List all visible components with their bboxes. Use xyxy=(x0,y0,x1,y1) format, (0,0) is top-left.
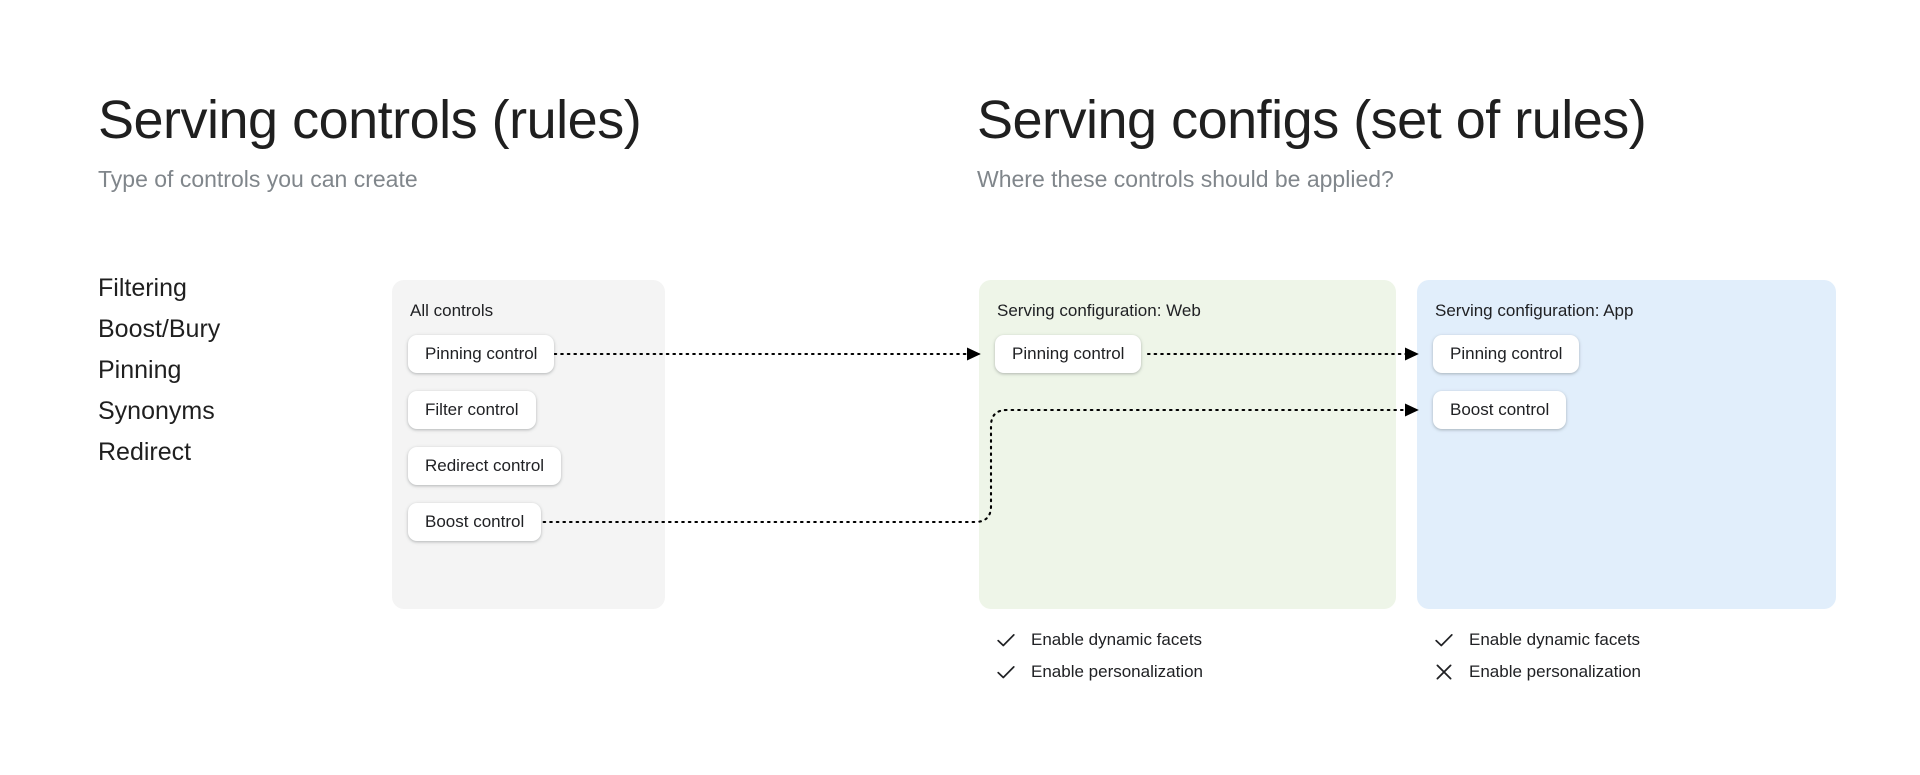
chip-boost-control[interactable]: Boost control xyxy=(408,503,542,541)
right-column-header: Serving configs (set of rules) Where the… xyxy=(977,88,1647,194)
feature-label: Enable dynamic facets xyxy=(1031,630,1203,649)
feature-label: Enable personalization xyxy=(1469,662,1642,681)
panel-all-controls-title: All controls xyxy=(410,301,494,320)
check-icon xyxy=(993,659,1019,685)
panel-serving-configuration-app: Serving configuration: App xyxy=(1417,280,1836,609)
control-type-list: Filtering Boost/Bury Pinning Synonyms Re… xyxy=(98,268,358,473)
left-column-header: Serving controls (rules) Type of control… xyxy=(98,88,642,194)
chip-filter-control[interactable]: Filter control xyxy=(408,391,536,429)
panel-serving-configuration-web: Serving configuration: Web xyxy=(979,280,1396,609)
cross-icon xyxy=(1431,659,1457,685)
feature-list-app: Enable dynamic facets Enable personaliza… xyxy=(1431,624,1641,688)
left-column-title: Serving controls (rules) xyxy=(98,90,642,150)
control-type-item: Synonyms xyxy=(98,397,215,425)
chip-pinning-control[interactable]: Pinning control xyxy=(408,335,555,373)
check-icon xyxy=(993,627,1019,653)
panel-all-controls: All controls xyxy=(392,280,665,609)
feature-label: Enable personalization xyxy=(1031,662,1204,681)
chip-app-pinning-control[interactable]: Pinning control xyxy=(1433,335,1580,373)
control-type-item: Boost/Bury xyxy=(98,315,221,343)
feature-row: Enable personalization xyxy=(1431,656,1641,688)
right-column-subtitle: Where these controls should be applied? xyxy=(977,166,1394,192)
control-type-item: Redirect xyxy=(98,438,192,466)
feature-label: Enable dynamic facets xyxy=(1469,630,1641,649)
check-icon xyxy=(1431,627,1457,653)
panel-serving-configuration-web-title: Serving configuration: Web xyxy=(997,301,1201,320)
chip-redirect-control[interactable]: Redirect control xyxy=(408,447,562,485)
control-type-item: Pinning xyxy=(98,356,182,384)
feature-row: Enable personalization xyxy=(993,656,1203,688)
right-column-title: Serving configs (set of rules) xyxy=(977,90,1647,150)
chip-web-pinning-control[interactable]: Pinning control xyxy=(995,335,1142,373)
feature-row: Enable dynamic facets xyxy=(1431,624,1641,656)
left-column-subtitle: Type of controls you can create xyxy=(98,166,418,192)
feature-list-web: Enable dynamic facets Enable personaliza… xyxy=(993,624,1203,688)
panel-serving-configuration-app-title: Serving configuration: App xyxy=(1435,301,1634,320)
chip-app-boost-control[interactable]: Boost control xyxy=(1433,391,1567,429)
control-type-item: Filtering xyxy=(98,274,187,302)
feature-row: Enable dynamic facets xyxy=(993,624,1203,656)
